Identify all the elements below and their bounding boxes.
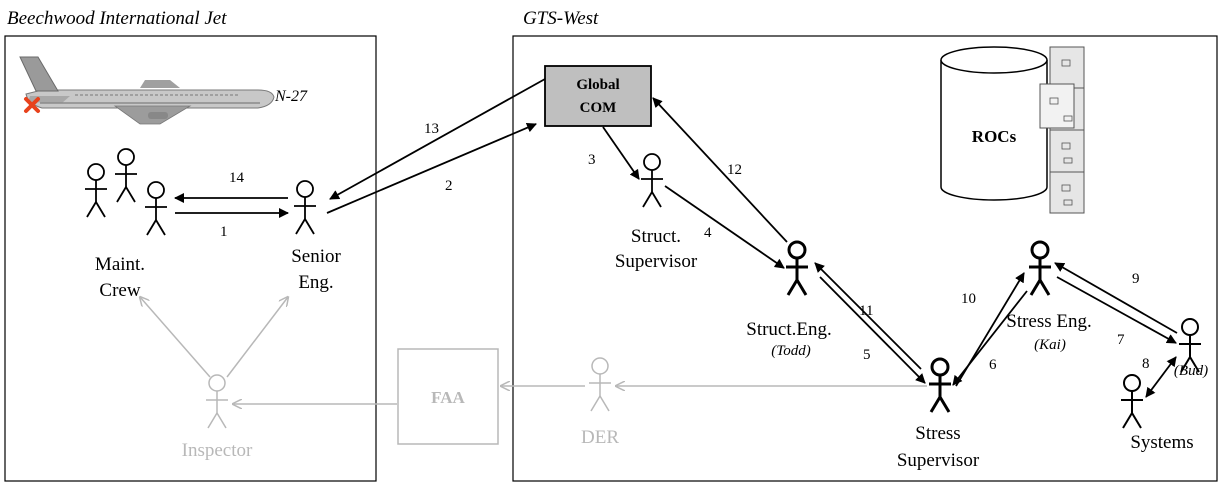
step-4-label: 4 [704, 225, 712, 241]
step-10-label: 10 [961, 291, 976, 307]
arrow-2 [327, 124, 536, 213]
struct-eng-figure [786, 242, 808, 295]
tail-number: N-27 [274, 88, 308, 105]
rocs-label: ROCs [972, 127, 1017, 146]
inspector-figure [206, 375, 228, 428]
inspector-label: Inspector [182, 440, 253, 461]
global-com-box[interactable] [545, 66, 651, 126]
step-11-label: 11 [859, 303, 873, 319]
maint-crew-figure-1 [85, 164, 107, 217]
struct-supervisor-label-line1: Struct. [631, 226, 681, 247]
stress-eng-person: (Kai) [1034, 337, 1066, 353]
step-5-label: 5 [863, 347, 871, 363]
step-3-label: 3 [588, 152, 596, 168]
arrow-5 [820, 277, 925, 383]
arrow-8 [1146, 357, 1176, 397]
senior-eng-figure [294, 181, 316, 234]
der-figure [589, 358, 611, 411]
maint-crew-label-line1: Maint. [95, 254, 145, 275]
struct-eng-person: (Todd) [771, 343, 810, 359]
step-6-label: 6 [989, 357, 997, 373]
step-2-label: 2 [445, 178, 453, 194]
arrow-12 [653, 98, 787, 242]
senior-eng-label-line1: Senior [291, 246, 341, 267]
maint-crew-label-line2: Crew [99, 280, 140, 301]
maint-crew-figure-2 [115, 149, 137, 202]
arrow-3 [603, 127, 639, 179]
gts-west-title: GTS-West [523, 8, 599, 29]
bud-label: (Bud) [1174, 363, 1208, 379]
step-14-label: 14 [229, 170, 245, 186]
step-8-label: 8 [1142, 356, 1150, 372]
step-9-label: 9 [1132, 271, 1140, 287]
step-7-label: 7 [1117, 332, 1125, 348]
stress-supervisor-label-line2: Supervisor [897, 450, 980, 471]
arrow-inspector-to-maint [140, 297, 210, 377]
struct-eng-label: Struct.Eng. [746, 319, 832, 340]
stress-supervisor-figure [929, 359, 951, 412]
step-1-label: 1 [220, 224, 228, 240]
stress-eng-label: Stress Eng. [1006, 311, 1092, 332]
struct-supervisor-figure [641, 154, 663, 207]
der-label: DER [581, 427, 619, 448]
rocs-database-icon [941, 47, 1047, 200]
senior-eng-label-line2: Eng. [298, 272, 333, 293]
beechwood-title: Beechwood International Jet [7, 8, 227, 29]
maint-crew-figure-3 [145, 182, 167, 235]
stress-supervisor-label-line1: Stress [915, 423, 960, 444]
global-com-label-line2: COM [580, 100, 617, 116]
struct-supervisor-label-line2: Supervisor [615, 251, 698, 272]
systems-figure [1121, 375, 1143, 428]
arrow-inspector-to-senior [227, 297, 288, 377]
stress-eng-figure [1029, 242, 1051, 295]
global-com-label-line1: Global [576, 77, 619, 93]
step-12-label: 12 [727, 162, 742, 178]
step-13-label: 13 [424, 121, 439, 137]
systems-label: Systems [1130, 432, 1193, 453]
faa-label: FAA [431, 388, 465, 407]
airplane-icon [20, 57, 274, 124]
